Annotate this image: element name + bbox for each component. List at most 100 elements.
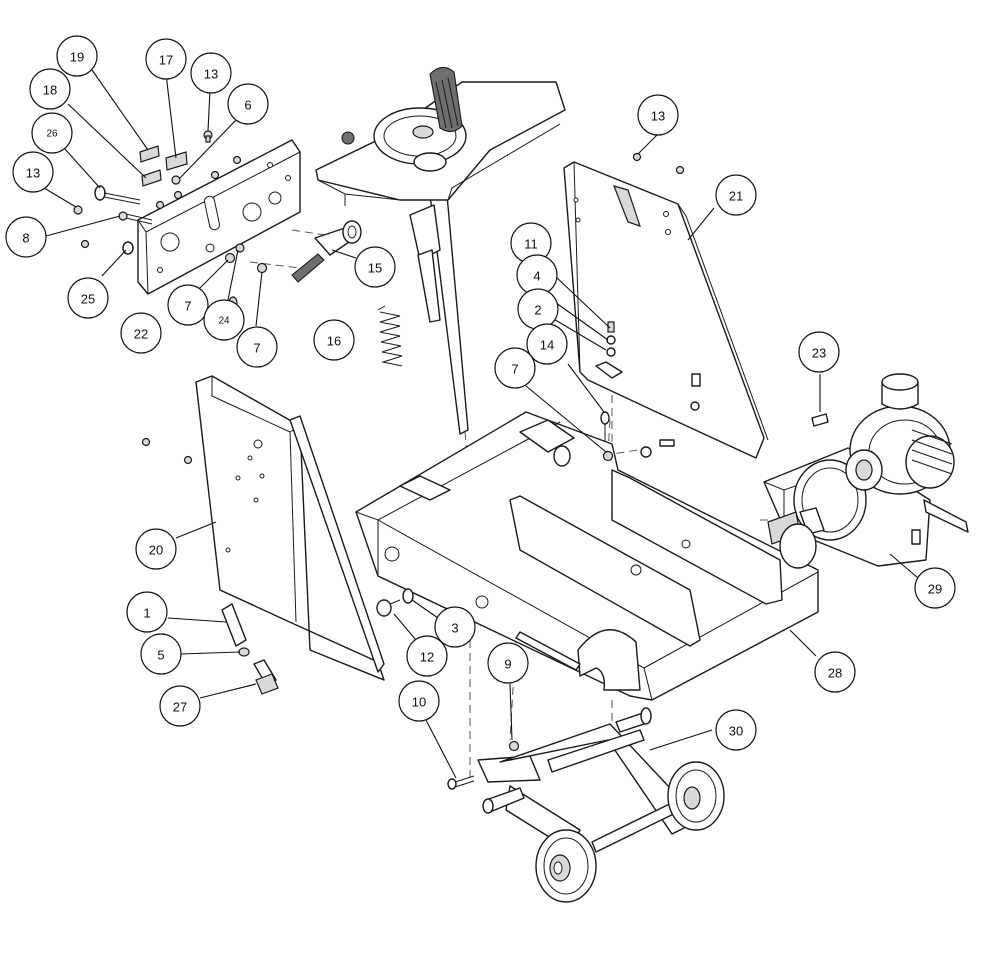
callout-9: 9 [487,642,529,684]
callout-17-label: 17 [159,53,173,68]
callout-4-label: 4 [533,269,540,284]
callout-24-label: 24 [218,316,230,327]
callout-22-label: 22 [134,327,148,342]
panel-screws [80,155,242,249]
fitting-5 [238,647,250,657]
callout-13b-label: 13 [26,166,40,181]
callout-24: 24 [203,299,245,341]
callout-23-label: 23 [812,346,826,361]
callout-15: 15 [354,246,396,288]
callout-7a: 7 [167,284,209,326]
washer-2 [606,347,616,357]
washer-4 [606,335,616,345]
callout-27: 27 [159,685,201,727]
callout-1-label: 1 [143,606,150,621]
callout-12-label: 12 [420,650,434,665]
callout-22: 22 [120,312,162,354]
callout-25: 25 [67,277,109,319]
control-panel-plate [137,139,301,295]
callout-14: 14 [526,323,568,365]
engine-assembly-29 [763,373,969,569]
callout-28: 28 [814,651,856,693]
callout-7c: 7 [494,347,536,389]
screw-13a [203,130,213,143]
knob-26 [94,185,141,205]
callout-5: 5 [140,633,182,675]
callout-23: 23 [798,331,840,373]
callout-21: 21 [715,174,757,216]
callout-26-label: 26 [46,129,58,140]
stud-23 [811,413,829,427]
callout-19: 19 [56,35,98,77]
callout-26: 26 [31,112,73,154]
bolt-10 [447,775,475,790]
callout-7b-label: 7 [253,341,260,356]
handle-grip [429,66,463,133]
callout-6-label: 6 [244,98,251,113]
callout-7a-label: 7 [184,299,191,314]
bolt-11 [607,321,615,333]
callout-20-label: 20 [149,543,163,558]
screw-13c [632,152,685,175]
water-valve-15 [291,220,362,283]
leader-lines [43,69,919,779]
callout-21-label: 21 [729,189,743,204]
decal-19 [139,145,160,163]
callout-13c: 13 [637,94,679,136]
handle-column [409,194,469,435]
left-guard-20 [141,375,385,681]
callout-8-label: 8 [22,231,29,246]
callout-9-label: 9 [504,657,511,672]
guard-bolts [640,373,701,458]
callout-14-label: 14 [540,338,554,353]
callout-16: 16 [313,319,355,361]
callout-13b: 13 [12,151,54,193]
bolt-12 [376,599,401,617]
screw-6 [171,175,181,185]
callout-29: 29 [914,567,956,609]
decal-17 [165,151,188,171]
sleeve-1 [221,603,247,647]
callout-2-label: 2 [534,303,541,318]
callout-18-label: 18 [43,83,57,98]
callout-10-label: 10 [412,695,426,710]
callout-7c-label: 7 [511,362,518,377]
callout-20: 20 [135,528,177,570]
callout-11-label: 11 [524,237,538,252]
callout-10: 10 [398,680,440,722]
callout-28-label: 28 [828,666,842,681]
callout-19-label: 19 [70,50,84,65]
callout-12: 12 [406,635,448,677]
nut-7c [602,450,614,462]
callout-13c-label: 13 [651,109,665,124]
decal-18 [141,169,162,187]
fitting-27 [253,659,279,695]
callout-13a: 13 [190,52,232,94]
callout-17: 17 [145,38,187,80]
callout-8: 8 [5,216,47,258]
callout-27-label: 27 [173,700,187,715]
callout-25-label: 25 [81,292,95,307]
callout-1: 1 [126,591,168,633]
callout-6: 6 [227,83,269,125]
main-frame-28 [355,411,819,701]
screw-13b [73,205,83,215]
callout-30: 30 [715,709,757,751]
callout-3-label: 3 [451,621,458,636]
washer-3 [402,588,414,604]
callout-16-label: 16 [327,334,341,349]
nut-7b [256,262,268,274]
callout-5-label: 5 [157,648,164,663]
callout-7b: 7 [236,326,278,368]
spring-16 [377,305,403,367]
callout-13a-label: 13 [204,67,218,82]
wheel-axle-30 [477,707,725,903]
callout-18: 18 [29,68,71,110]
nut-9 [508,740,520,752]
side-guard-21 [563,161,769,459]
callout-15-label: 15 [368,261,382,276]
callout-2: 2 [517,288,559,330]
callout-30-label: 30 [729,724,743,739]
callout-29-label: 29 [928,582,942,597]
